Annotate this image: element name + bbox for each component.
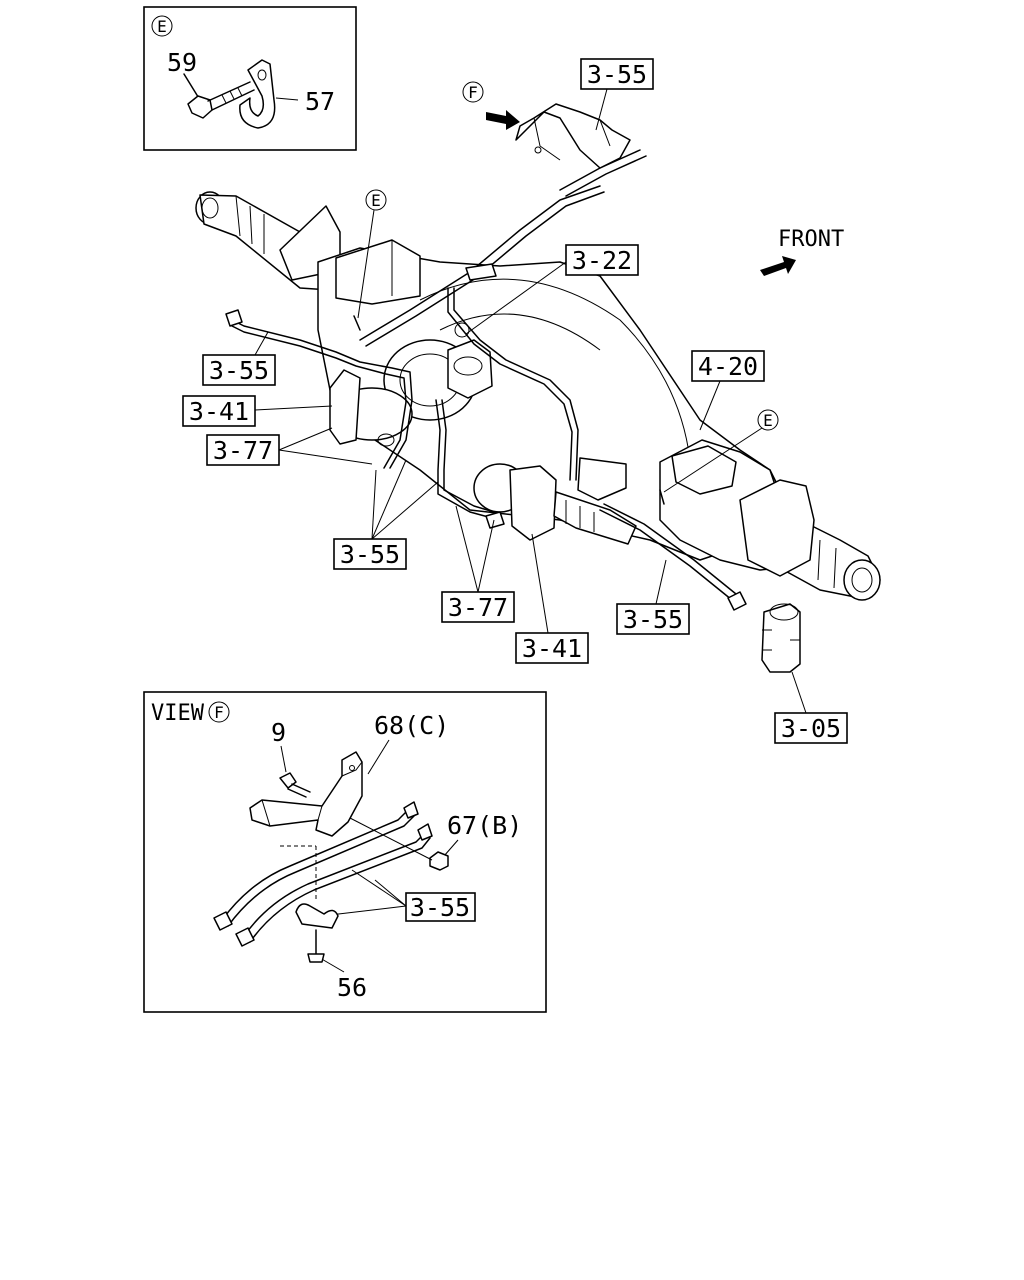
callout-box: [202, 354, 276, 386]
detail-e-marker: E: [157, 17, 167, 36]
callout-hose-right: 3-77: [448, 593, 508, 622]
view-f-brake-pipes: [213, 801, 433, 947]
callout-wheel-cylinder: 3-05: [781, 714, 841, 743]
view-f-frame: [143, 691, 547, 1013]
callout-box: [691, 350, 765, 382]
right-axle-tube: [659, 439, 881, 601]
brake-pipes: [225, 149, 747, 611]
view-f-pipe-label-box: [405, 892, 476, 922]
rear-axle-assembly: [195, 103, 881, 673]
view-f-arrow-icon: [486, 110, 520, 130]
bolt-icon: [183, 73, 255, 119]
view-f-bolt-icon: [279, 772, 311, 798]
callout-box: [774, 712, 848, 744]
e-marker-left-circle: [365, 189, 387, 211]
detail-e-bolt-label: 59: [167, 48, 197, 77]
pipe-bracket-top: [515, 103, 631, 169]
callout-box: [206, 434, 280, 466]
detail-e-frame: [143, 6, 357, 151]
view-f-nut-icon: [349, 817, 449, 871]
detail-e-marker-circle: [151, 15, 173, 37]
callout-brake-pipe-top: 3-55: [587, 60, 647, 89]
view-f-nut-label: 67(B): [447, 811, 522, 840]
left-brake-chamber: [329, 369, 413, 447]
view-f-screw-label: 56: [337, 973, 367, 1002]
detail-e-panel: E 59 57: [143, 6, 357, 151]
callout-brake-pipe-left: 3-55: [209, 356, 269, 385]
callout-box: [580, 58, 654, 90]
callout-cylinder-right: 3-41: [522, 634, 582, 663]
callout-brake-pipe-right: 3-55: [623, 605, 683, 634]
callout-box: [333, 538, 407, 570]
callout-box: [616, 603, 690, 635]
view-f-marker-main: F: [468, 83, 478, 102]
view-f-marker-circle: [208, 701, 230, 723]
view-f-pipe-label: 3-55: [410, 893, 470, 922]
callout-box: [515, 632, 589, 664]
relay-valve: [447, 322, 493, 399]
view-f-clamp-icon: [295, 903, 339, 963]
e-clip-left: [353, 315, 361, 331]
right-brake-chamber: [473, 457, 637, 545]
callout-box: [182, 395, 256, 427]
callout-hose-3-22: 3-22: [572, 246, 632, 275]
view-f-title: VIEW: [151, 701, 205, 726]
view-f-marker-circle-main: [462, 81, 484, 103]
clip-icon: [239, 59, 299, 129]
view-f-bracket-label: 68(C): [374, 711, 449, 740]
view-f-bolt-label: 9: [271, 718, 286, 747]
callout-box: [565, 244, 639, 276]
front-arrow-icon: [760, 256, 796, 276]
callout-box: [441, 591, 515, 623]
e-marker-right: E: [763, 411, 773, 430]
front-label: FRONT: [778, 227, 844, 252]
wheel-cylinder: [761, 603, 801, 673]
e-marker-left: E: [371, 191, 381, 210]
view-f-marker: F: [214, 703, 224, 722]
callout-axle-case: 4-20: [698, 352, 758, 381]
view-f-bracket-icon: [249, 751, 363, 837]
detail-e-clip-label: 57: [305, 87, 335, 116]
callouts: 3-55 3-22 4-20 3-55 3-41 3-77 3-55 3-77: [182, 58, 848, 744]
view-f-panel: VIEW F 9 68(C) 67(B) 3-55 56: [143, 691, 547, 1013]
callout-brake-pipes-mid: 3-55: [340, 540, 400, 569]
e-marker-right-circle: [757, 409, 779, 431]
callout-cylinder-left: 3-41: [189, 397, 249, 426]
e-clip-right: [659, 489, 665, 505]
callout-hose-left: 3-77: [213, 436, 273, 465]
